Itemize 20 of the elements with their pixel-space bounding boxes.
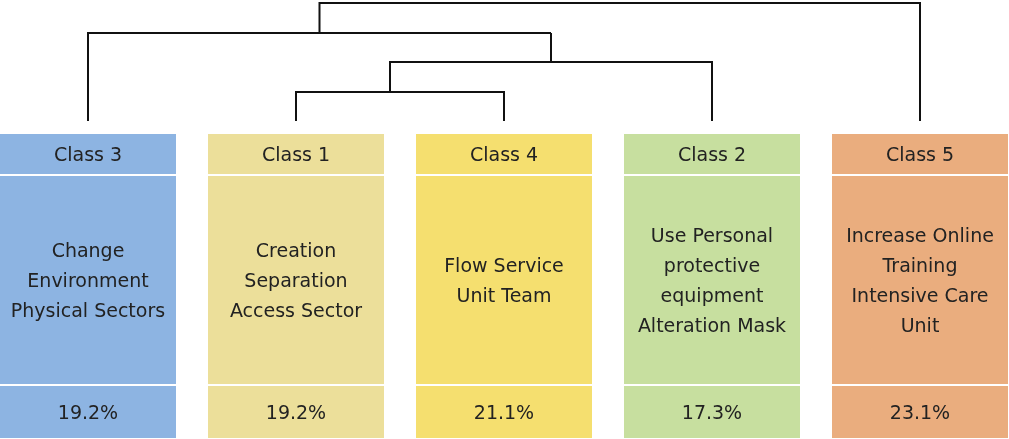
percentage: 19.2% (265, 401, 327, 423)
percentage: 23.1% (889, 401, 951, 423)
class-label: Class 4 (469, 143, 539, 165)
class-column (0, 134, 176, 438)
term-list: Creation Separation Access Sector (214, 235, 378, 325)
term-list: Flow Service Unit Team (422, 250, 586, 310)
term-list: Use Personal protective equipment Alteration Mask (630, 220, 794, 340)
class-column (832, 134, 1008, 438)
percentage: 17.3% (681, 401, 743, 423)
class-column (208, 134, 384, 438)
class-label: Class 1 (261, 143, 331, 165)
class-label: Class 5 (885, 143, 955, 165)
class-label: Class 2 (677, 143, 747, 165)
class-label: Class 3 (53, 143, 123, 165)
class-column (624, 134, 800, 438)
term-list: Change Environment Physical Sectors (6, 235, 170, 325)
term-list: Increase Online Training Intensive Care Unit (838, 220, 1002, 340)
percentage: 19.2% (57, 401, 119, 423)
class-column (416, 134, 592, 438)
percentage: 21.1% (473, 401, 535, 423)
